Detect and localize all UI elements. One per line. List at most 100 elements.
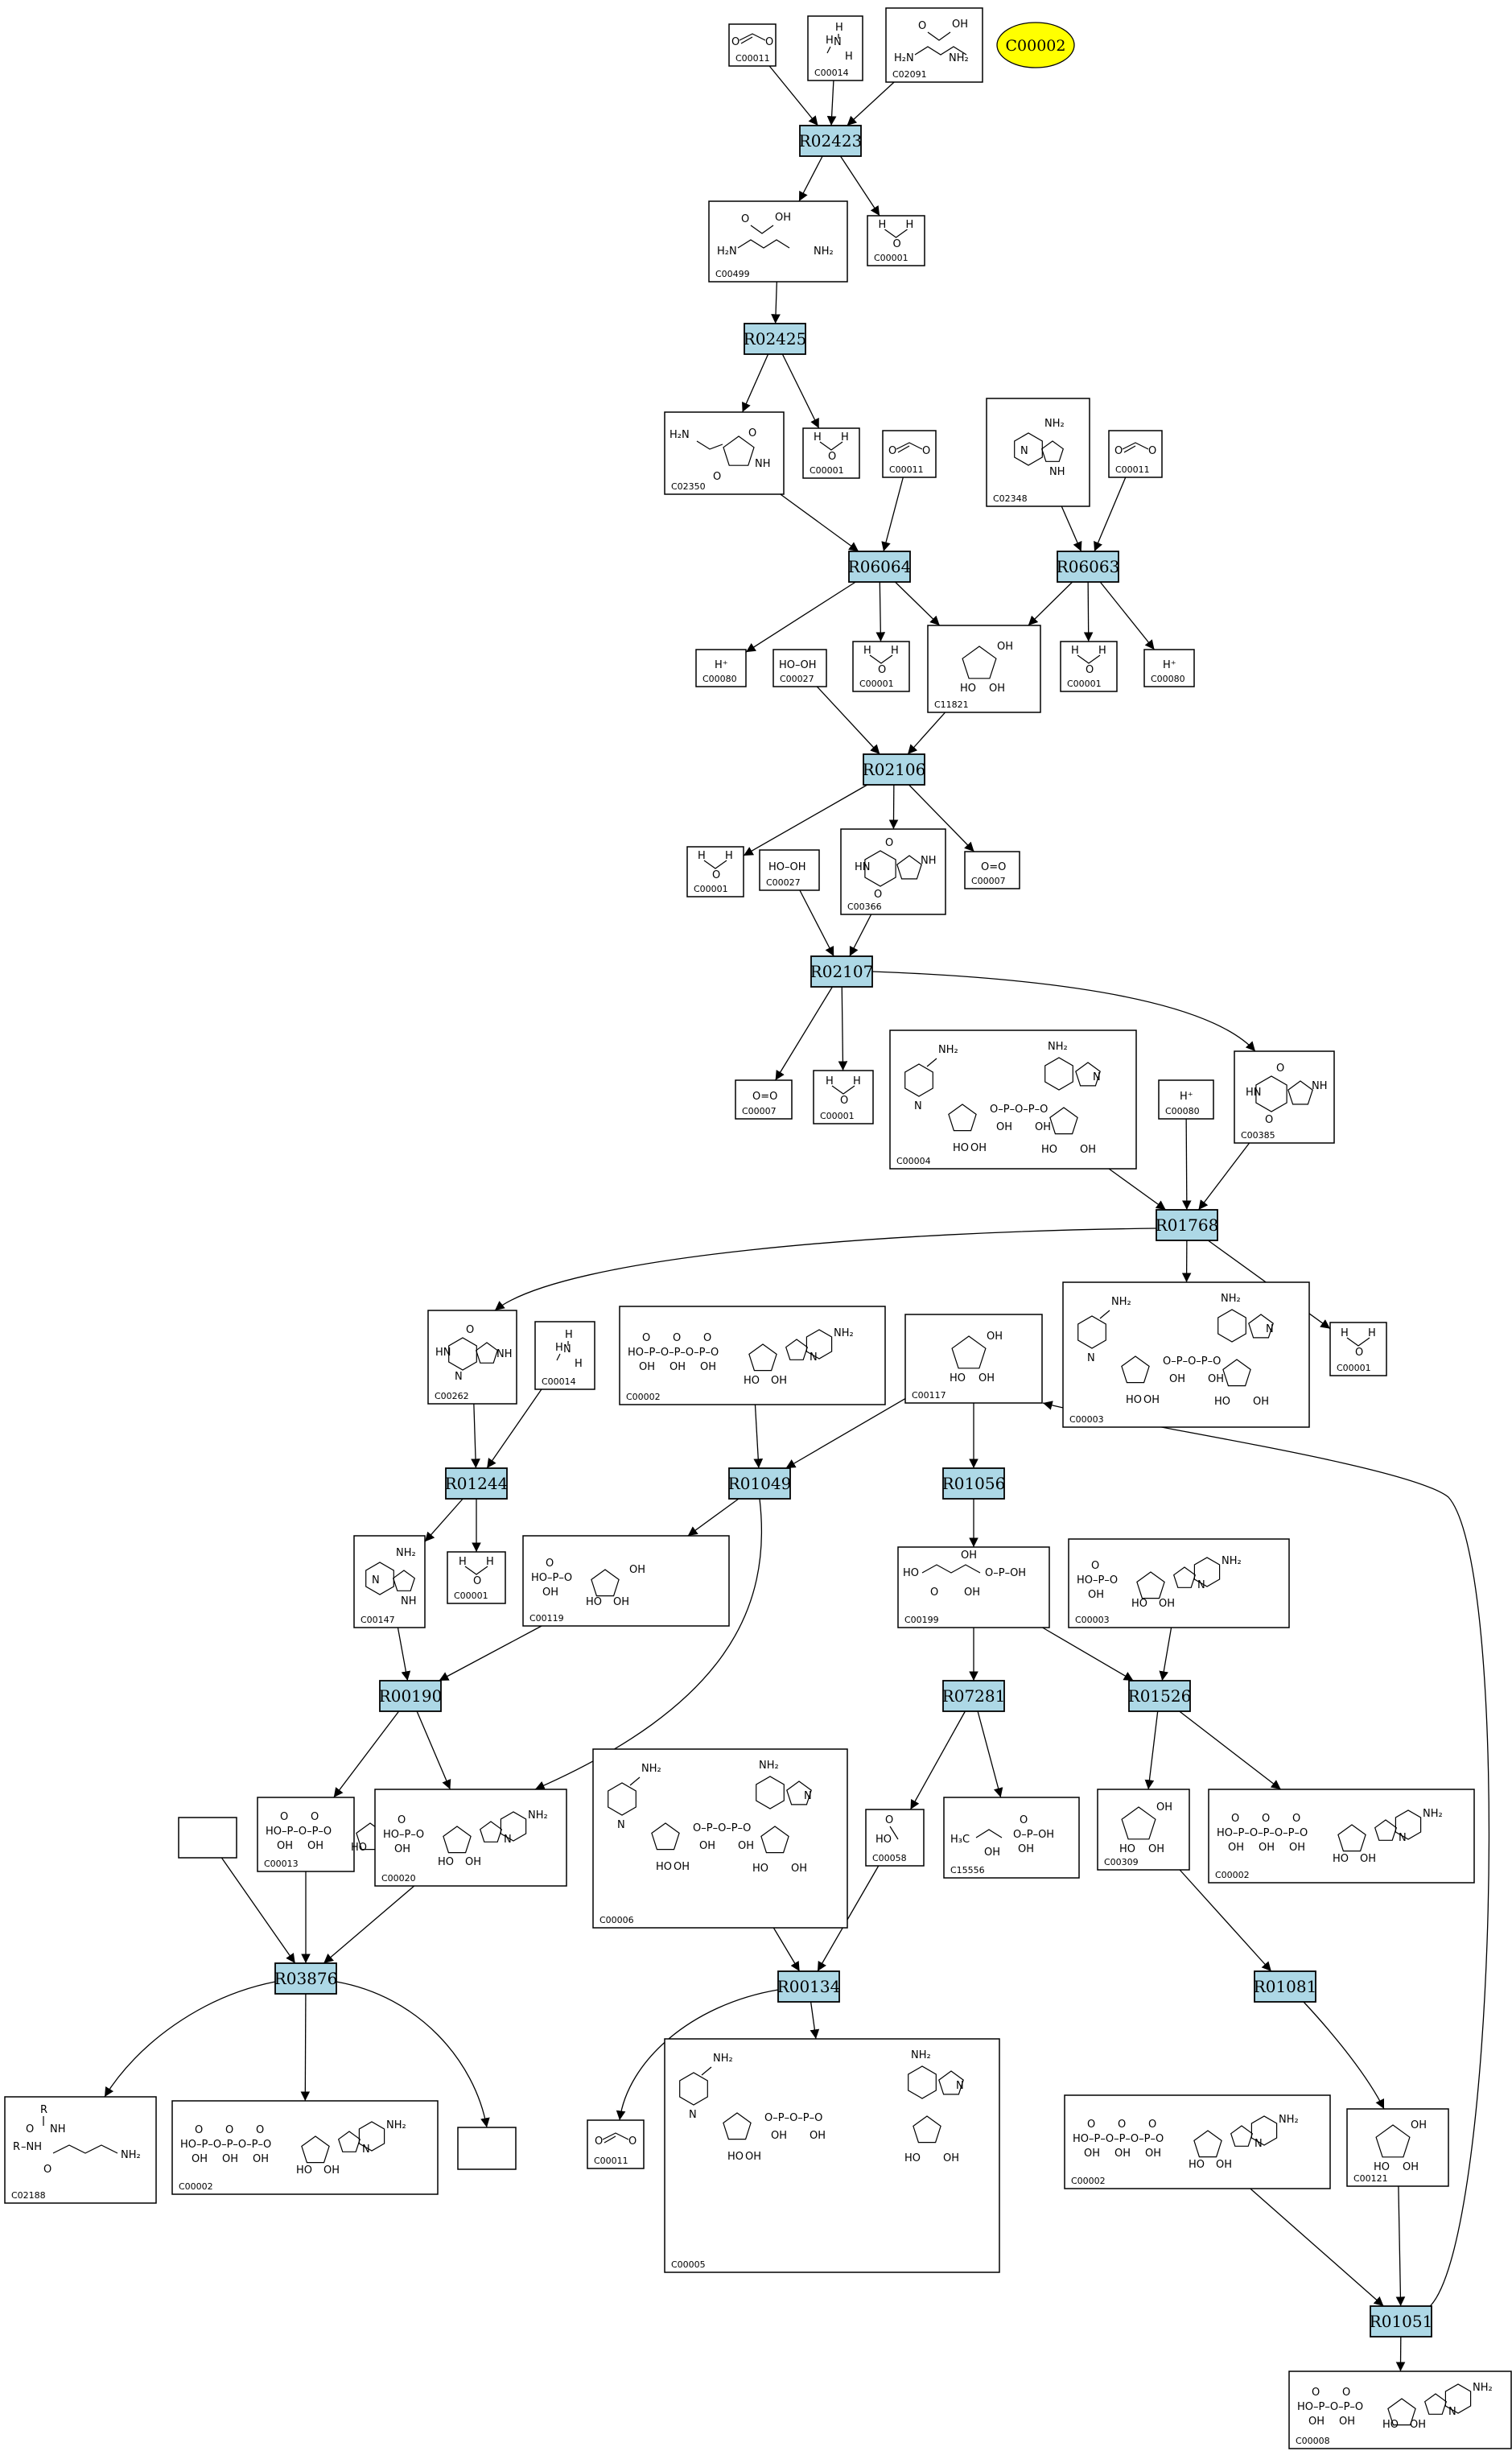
compound-box[interactable] — [4, 2096, 157, 2204]
compound-box[interactable] — [257, 1797, 355, 1872]
compound-box[interactable] — [802, 427, 860, 479]
reaction-node-R03876[interactable]: R03876 — [274, 1962, 338, 1995]
reaction-box[interactable] — [728, 1467, 791, 1500]
reaction-node-R01056[interactable]: R01056 — [942, 1467, 1006, 1500]
reaction-node-R02107[interactable]: R02107 — [810, 955, 874, 988]
compound-box[interactable] — [1108, 430, 1163, 478]
compound-box[interactable] — [447, 1551, 506, 1604]
compound-box[interactable] — [686, 846, 744, 897]
reaction-node-R01049[interactable]: R01049 — [728, 1467, 792, 1500]
compound-box[interactable] — [852, 641, 910, 692]
compound-box[interactable] — [1208, 1789, 1475, 1884]
reaction-box[interactable] — [863, 753, 925, 786]
reaction-node-R02106[interactable]: R02106 — [863, 753, 926, 786]
reaction-node-R06064[interactable]: R06064 — [848, 551, 912, 583]
compound-box[interactable] — [904, 1314, 1043, 1404]
compound-box[interactable] — [882, 430, 937, 478]
compound-node-c00080c[interactable]: H⁺C00080 — [1158, 1079, 1214, 1120]
reaction-node-R00134[interactable]: R00134 — [777, 1970, 841, 2003]
compound-box[interactable] — [897, 1546, 1050, 1628]
compound-box[interactable] — [807, 15, 863, 81]
reaction-node-R01081[interactable]: R01081 — [1254, 1970, 1317, 2003]
compound-box[interactable] — [1346, 2108, 1449, 2187]
reaction-node-R01768[interactable]: R01768 — [1156, 1209, 1219, 1241]
compound-box[interactable] — [964, 851, 1020, 889]
reaction-box[interactable] — [1057, 551, 1119, 583]
reaction-box[interactable] — [274, 1962, 337, 1995]
compound-box[interactable] — [708, 200, 848, 283]
compound-box[interactable] — [664, 411, 785, 495]
compound-box[interactable] — [759, 849, 820, 891]
compound-box[interactable] — [885, 7, 983, 83]
compound-box[interactable] — [867, 215, 925, 266]
compound-box[interactable] — [1097, 1789, 1190, 1871]
compound-box[interactable] — [840, 828, 946, 915]
compound-box[interactable] — [943, 1797, 1080, 1879]
compound-box[interactable] — [865, 1809, 925, 1867]
reaction-box[interactable] — [810, 955, 873, 988]
reaction-box[interactable] — [744, 323, 806, 355]
reaction-node-R01051[interactable]: R01051 — [1370, 2305, 1433, 2338]
compound-box[interactable] — [728, 23, 777, 67]
compound-box[interactable] — [735, 1079, 793, 1120]
compound-box[interactable] — [813, 1070, 874, 1124]
compound-box[interactable] — [587, 2119, 645, 2169]
reaction-box[interactable] — [942, 1680, 1005, 1712]
compound-box[interactable] — [986, 398, 1090, 507]
compound-box[interactable] — [1288, 2371, 1512, 2449]
compound-box[interactable] — [695, 649, 747, 687]
reaction-node-R01244[interactable]: R01244 — [445, 1467, 509, 1500]
compound-node-c00013[interactable]: HO–P–O–P–OOOHOOHHOOHOHC00013 — [257, 1797, 410, 1872]
compound-box[interactable] — [457, 2127, 517, 2170]
compound-box[interactable] — [178, 1817, 237, 1859]
reaction-box[interactable] — [1128, 1680, 1191, 1712]
compound-node-blank2[interactable] — [457, 2127, 517, 2170]
compound-box[interactable] — [1068, 1538, 1290, 1628]
reaction-box[interactable] — [1370, 2305, 1432, 2338]
compound-box[interactable] — [927, 625, 1041, 713]
reaction-box[interactable] — [848, 551, 911, 583]
compound-box[interactable] — [1158, 1079, 1214, 1120]
compound-box[interactable] — [1062, 1281, 1310, 1428]
reaction-box[interactable] — [379, 1680, 442, 1712]
compound-box[interactable] — [1064, 2094, 1331, 2189]
reaction-box[interactable] — [1254, 1970, 1316, 2003]
compound-node-c00080a[interactable]: H⁺C00080 — [695, 649, 747, 687]
reaction-node-R02425[interactable]: R02425 — [744, 323, 807, 355]
compound-box[interactable] — [1234, 1050, 1335, 1144]
compound-box[interactable] — [772, 649, 827, 687]
